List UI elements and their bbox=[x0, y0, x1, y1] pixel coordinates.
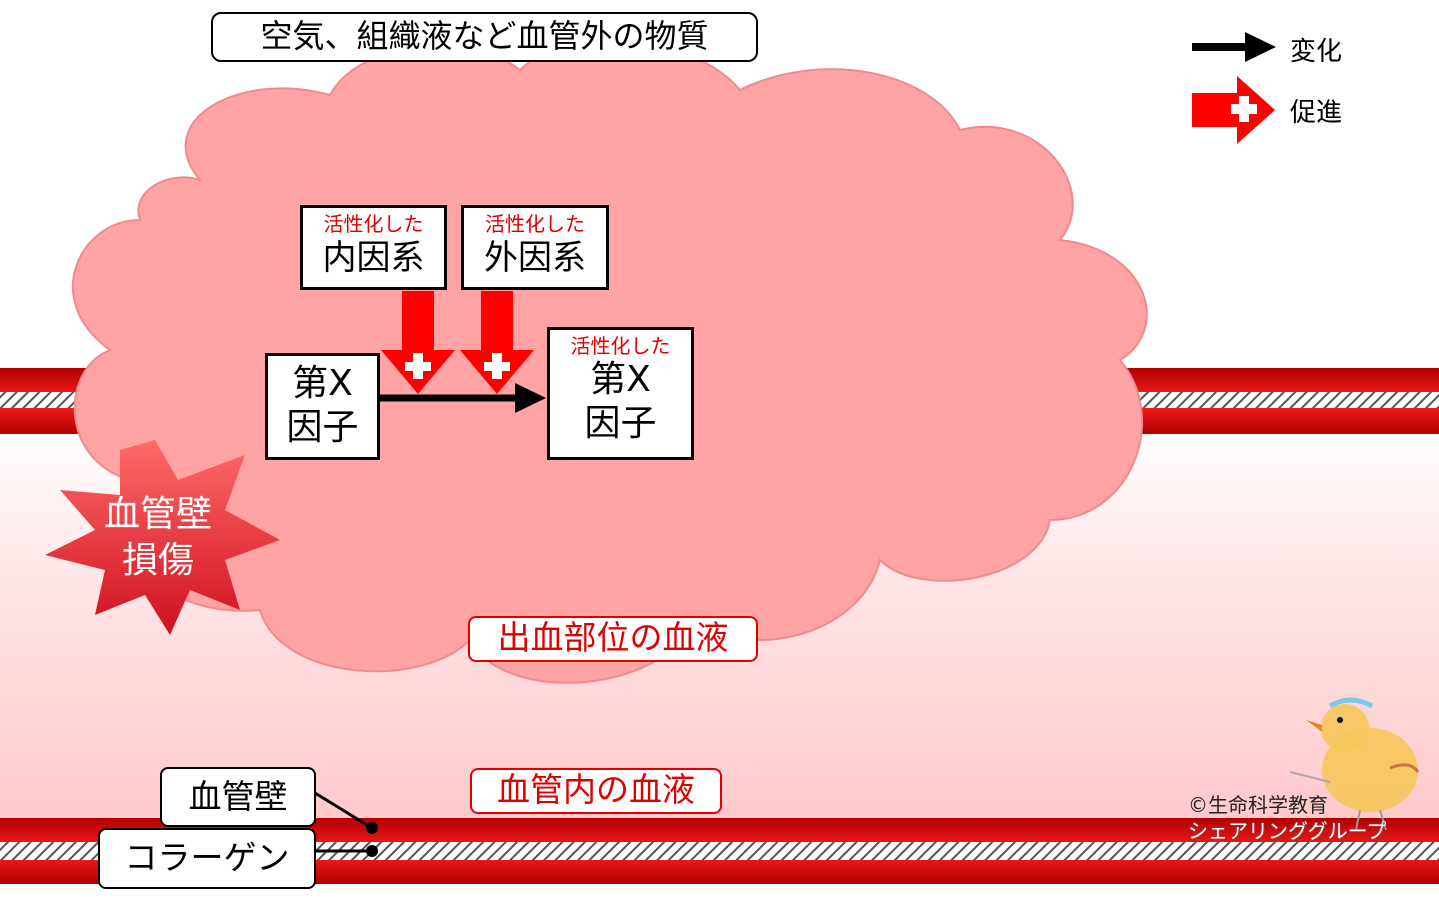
legend-change-text: 変化 bbox=[1290, 37, 1343, 67]
activated-prefix: 活性化した bbox=[323, 212, 424, 236]
intrinsic-name: 内因系 bbox=[322, 238, 425, 278]
collagen-connector bbox=[315, 845, 378, 857]
chick-illustration bbox=[1289, 697, 1420, 831]
injury-burst bbox=[45, 440, 280, 635]
injury-line1: 血管壁 bbox=[103, 494, 212, 535]
legend-promote-text: 促進 bbox=[1290, 98, 1343, 128]
promote-arrow-extrinsic bbox=[460, 291, 534, 394]
bleeding-blood-label: 出血部位の血液 bbox=[468, 616, 758, 662]
extravascular-substance-label: 空気、組織液など血管外の物質 bbox=[211, 12, 758, 62]
promote-arrow-intrinsic bbox=[381, 291, 455, 394]
activated-extrinsic-box: 活性化した 外因系 bbox=[461, 205, 609, 290]
copyright-text: ©生命科学教育 シェアリンググループ bbox=[1188, 792, 1386, 844]
extrinsic-name: 外因系 bbox=[484, 238, 586, 278]
activated-prefix: 活性化した bbox=[485, 212, 585, 236]
activated-factor-x-box: 活性化した 第X 因子 bbox=[547, 327, 694, 460]
vessel-wall-label: 血管壁 bbox=[160, 767, 316, 827]
activated-intrinsic-box: 活性化した 内因系 bbox=[300, 205, 447, 290]
wall-connector bbox=[314, 791, 378, 834]
copyright-line1: ©生命科学教育 bbox=[1188, 793, 1328, 817]
factor-x-line1: 第X bbox=[292, 363, 353, 404]
legend-promote-arrow bbox=[1192, 76, 1275, 144]
intravascular-blood-label: 血管内の血液 bbox=[470, 768, 722, 814]
copyright-line2: シェアリンググループ bbox=[1188, 819, 1387, 843]
factor-x-line2: 因子 bbox=[286, 407, 359, 448]
activated-factor-x-line2: 因子 bbox=[584, 403, 657, 444]
change-arrow-factor-x bbox=[380, 383, 546, 413]
legend-change-arrow bbox=[1192, 32, 1276, 62]
collagen-label: コラーゲン bbox=[98, 828, 316, 889]
injury-line2: 損傷 bbox=[121, 540, 194, 581]
activated-prefix: 活性化した bbox=[570, 334, 671, 358]
injury-text: 血管壁 損傷 bbox=[88, 492, 228, 584]
factor-x-box: 第X 因子 bbox=[265, 353, 380, 460]
activated-factor-x-line1: 第X bbox=[590, 359, 651, 400]
